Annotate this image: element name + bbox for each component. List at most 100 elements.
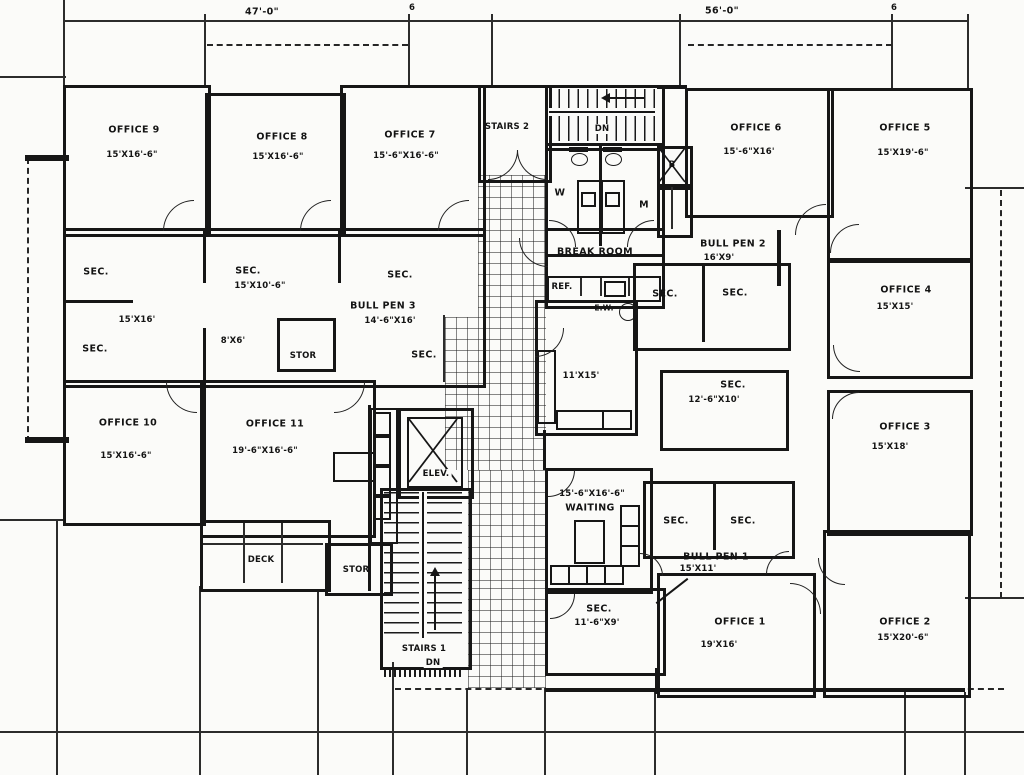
grid-line: [0, 76, 66, 78]
grid-line: [408, 14, 410, 88]
room-label: SEC.: [652, 288, 678, 300]
grid-line: [544, 688, 546, 775]
room-label: OFFICE 10: [98, 417, 158, 429]
sec-rooms-bullpen1: [643, 481, 795, 559]
room-size: 12'-6"X10': [688, 395, 740, 405]
sec-rooms-bullpen2: [633, 263, 791, 351]
room-label: BREAK ROOM: [557, 246, 633, 258]
water-cooler: [619, 303, 637, 321]
waiting-chair: [550, 565, 570, 585]
overhang-dashed-line: [688, 44, 892, 46]
sink-basin: [605, 192, 620, 207]
deck-divider: [281, 523, 283, 583]
waiting-chair: [586, 565, 606, 585]
room-label: STAIRS 1: [399, 644, 449, 654]
waiting-table: [574, 520, 605, 564]
room-size: 11'-6"X9': [574, 618, 620, 628]
counter-divider: [628, 278, 630, 296]
room-label: STOR: [342, 565, 370, 575]
stair-arrow: [434, 570, 436, 630]
dimension-tick-label: 6: [890, 3, 898, 13]
grid-line: [199, 586, 201, 775]
room-label: SEC.: [235, 265, 261, 277]
restroom-label: M: [639, 199, 649, 211]
desk: [602, 410, 632, 430]
room-11x15: [535, 300, 638, 436]
door-arc: [790, 583, 821, 614]
waiting-chair: [568, 565, 588, 585]
restrooms: [545, 143, 665, 257]
room-waiting: [545, 468, 653, 594]
stair-direction: DN: [423, 658, 443, 668]
room-label: OFFICE 6: [730, 122, 782, 134]
room-office-5: [827, 88, 973, 261]
room-size: 15'-6"X16'-6": [373, 151, 439, 161]
stair-landing-hatch: [384, 670, 462, 677]
wall-segment: [777, 230, 781, 286]
wall-segment: [543, 430, 546, 470]
wall-segment: [702, 266, 705, 342]
grid-line: [466, 688, 468, 775]
room-label: STOR: [289, 351, 317, 361]
wall-segment: [545, 688, 965, 692]
room-size: 11'X15': [562, 371, 600, 381]
overhang-dashed-line: [207, 44, 408, 46]
dimension-label-right: 56'-0": [704, 5, 740, 17]
counter-divider: [580, 278, 582, 296]
room-office-8: [205, 93, 346, 237]
room-sec-south: [545, 588, 666, 676]
room-office-3: [827, 390, 973, 536]
desk: [537, 350, 556, 424]
corridor-tiles: [468, 588, 546, 688]
waiting-chair: [604, 565, 624, 585]
wall-segment: [338, 231, 341, 283]
corridor-tiles: [468, 470, 546, 588]
room-label: OFFICE 9: [108, 124, 160, 136]
dimension-line: [63, 20, 968, 22]
grid-line: [491, 14, 493, 88]
stair-arrow: [604, 97, 644, 99]
grid-line: [0, 519, 65, 521]
toilet-tank: [603, 147, 622, 152]
wall-segment: [657, 85, 687, 89]
room-size: 15'X15': [876, 302, 914, 312]
grid-line: [654, 688, 656, 775]
room-label: STAIRS 2: [484, 122, 530, 132]
waiting-chair: [620, 505, 640, 527]
room-label: DECK: [247, 555, 275, 565]
fixture-label: REF.: [549, 282, 575, 292]
deck-divider: [203, 543, 323, 545]
toilet: [605, 153, 622, 166]
wall-segment: [25, 155, 69, 161]
grid-line: [891, 14, 893, 88]
wall-segment: [443, 315, 445, 382]
wall-segment: [368, 405, 371, 591]
room-label: BULL PEN 2: [700, 238, 766, 250]
desk: [333, 452, 375, 482]
room-size: 19'X16': [700, 640, 738, 650]
elevator-cab: [407, 417, 463, 488]
wall-segment: [203, 328, 206, 380]
stair-direction: DN: [592, 124, 612, 134]
room-label: BULL PEN 1: [683, 551, 749, 563]
room-label: OFFICE 4: [880, 284, 932, 296]
room-office-7: [340, 85, 486, 237]
room-size: 15'-6"X16'-6": [559, 489, 625, 499]
room-breakroom: [545, 228, 665, 309]
grid-line: [965, 187, 1024, 189]
room-label: ELEV.: [420, 469, 452, 479]
balcony-dashed-line: [27, 158, 29, 442]
wall-segment: [25, 437, 69, 443]
room-label: OFFICE 11: [245, 418, 305, 430]
room-size: 15'X19'-6": [877, 148, 929, 158]
closet-shelf: [373, 436, 391, 466]
wall-segment: [203, 231, 206, 283]
room-office-4: [827, 260, 973, 379]
room-size: 15'X11': [679, 564, 717, 574]
wall-segment: [713, 484, 716, 550]
room-size: 15'X16'-6": [252, 152, 304, 162]
stair-rail: [549, 111, 655, 113]
room-size: 15'X18': [871, 442, 909, 452]
room-size: 16'X9': [703, 253, 735, 263]
